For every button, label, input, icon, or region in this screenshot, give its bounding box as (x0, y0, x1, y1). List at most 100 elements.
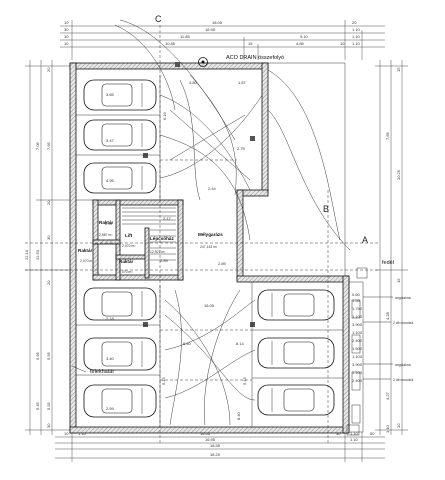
interior-dim-18: 6.16 (162, 111, 167, 120)
interior-dim-8: 2.75 (237, 146, 246, 151)
drain-icon (198, 57, 208, 67)
outer-walls (69, 62, 368, 436)
core-walls (92, 62, 255, 327)
interior-dim-9: 16.05 (204, 303, 215, 308)
interior-dim-16: 3.65 (106, 92, 115, 97)
interior-dim-20: 3.40 (106, 356, 115, 361)
section-mark-a: A (362, 235, 368, 245)
interior-dim-17: 4.95 (106, 178, 115, 183)
interior-dim-13: 8.14 (236, 341, 245, 346)
level-mark-4: 30 (46, 235, 51, 240)
bottom-dim-1: 10 (64, 431, 69, 436)
car-7 (257, 289, 335, 321)
interior-dim-32: 1.100 (352, 370, 363, 375)
note-angolakna-1: angolakna (395, 296, 411, 300)
interior-dim-28: 2.400 (352, 338, 363, 343)
interior-dim-29: 1.500 (352, 346, 363, 351)
interior-dim-30: 1.100 (352, 354, 363, 359)
left-dim-7: 5.45 (35, 401, 40, 410)
level-mark-5: 30 (46, 423, 51, 428)
interior-dim-10: 5.15 (161, 376, 166, 385)
bottom-dim-3: 16.05 (200, 431, 211, 436)
car-5 (83, 337, 157, 371)
right-dim-1: 10.25 (396, 169, 401, 180)
car-6 (83, 384, 157, 418)
note-telekhatar: telekhatár (90, 369, 114, 375)
interior-dim-33: 2.400 (352, 378, 363, 383)
room-area-stair: 12,927 m² (150, 250, 166, 254)
interior-dim-3: 2.44 (208, 186, 217, 191)
section-lines (25, 25, 380, 445)
interior-dim-1: 4.80 (189, 80, 198, 85)
level-mark-2: 20 (46, 200, 51, 205)
interior-dim-27: 1.100 (352, 330, 363, 335)
top-dim-1: 10 (64, 20, 69, 25)
left-dim-4: 22.50 (35, 249, 40, 260)
left-dim-3: 22.10 (24, 249, 29, 260)
level-mark-7: 15 (396, 67, 401, 72)
room-area-garage: 247,143 m² (200, 245, 218, 249)
right-dimension-chain: 10.25 7.85 4.28 4.27 1.10 (375, 60, 408, 435)
right-dim-5: 1.10 (385, 424, 390, 433)
top-dim-14: 4.85 (296, 41, 305, 46)
aco-drain-note: ACO DRAIN összefolyó (226, 55, 284, 61)
section-mark-b: B (323, 204, 329, 214)
room-area-storage-left: 2,070 m² (80, 259, 94, 263)
top-dim-15: 10 (340, 41, 345, 46)
interior-dimensions: 4.80 1.87 2.44 3.47 2.17 2.89 2.89 2.75 … (105, 80, 363, 420)
car-8 (257, 337, 335, 369)
room-area-lift: 2,070 m² (122, 244, 136, 248)
bottom-dim-10: 18.20 (210, 452, 221, 457)
interior-dim-24: 1.750 (352, 306, 363, 311)
interior-dim-4: 3.47 (106, 138, 115, 143)
left-dim-5: 5.95 (35, 351, 40, 360)
car-9 (257, 384, 335, 416)
bottom-dim-7: 16.95 (205, 437, 216, 442)
note-mosokut-2: 2 db mosókút (393, 378, 413, 382)
level-mark-1: 20 (46, 67, 51, 72)
top-dim-12: 10.85 (165, 41, 176, 46)
interior-dim-31: 3.900 (352, 362, 363, 367)
top-dim-7: 10 (64, 34, 69, 39)
right-dim-3: 4.28 (385, 311, 390, 320)
top-dim-9: 5.10 (300, 34, 309, 39)
section-mark-c: C (155, 14, 162, 24)
car-4 (83, 287, 157, 321)
bottom-dim-4: 30 (336, 431, 341, 436)
room-area-storage-upper: 2,987 m² (99, 233, 113, 237)
left-dimension-chain: 7.05 7.95 22.10 22.50 5.95 5.95 5.45 5.5… (24, 60, 72, 435)
left-dim-2: 7.95 (46, 141, 51, 150)
interior-dim-25: 1.100 (352, 314, 363, 319)
interior-dim-19: 2.18 (106, 316, 115, 321)
top-dimension-chain: 10 18.05 20 30 16.95 1.10 10 11.85 5.10 … (60, 20, 385, 60)
top-dim-5: 16.95 (205, 27, 216, 32)
wall-thickness-marks: 20 20 20 30 30 15 15 10 (46, 67, 401, 428)
interior-dim-23: 1.55 (352, 298, 361, 303)
top-dim-4: 30 (64, 27, 69, 32)
top-dim-6: 1.10 (352, 27, 361, 32)
interior-dim-26: 3.900 (352, 322, 363, 327)
interior-dim-21: 2.59 (106, 406, 115, 411)
interior-dim-14: 8.40 (236, 411, 241, 420)
interior-dim-22: 0.60 (352, 292, 361, 297)
top-dim-3: 20 (352, 20, 357, 25)
interior-dim-2: 1.87 (238, 80, 247, 85)
room-name-lift: Lift (125, 233, 133, 238)
car-1 (83, 79, 157, 111)
top-dim-8: 11.85 (180, 34, 190, 39)
right-dim-4: 4.27 (385, 391, 390, 400)
interior-dim-12: 6.40 (183, 341, 192, 346)
level-mark-3: 20 (46, 280, 51, 285)
car-2 (83, 119, 157, 151)
room-area-storage-mid: 2,070 m² (119, 270, 133, 274)
top-dim-13: 15 (248, 41, 253, 46)
car-3 (83, 162, 157, 194)
left-dim-8: 5.55 (46, 401, 51, 410)
top-dim-10: 1.10 (352, 34, 361, 39)
left-dim-6: 5.95 (46, 351, 51, 360)
room-name-garage: Mélygarázs (198, 232, 223, 237)
parked-cars (83, 79, 335, 418)
note-mosokut-1: 2 db mosókút (393, 321, 413, 325)
bottom-dim-6: 50 (370, 431, 375, 436)
bottom-dim-9: 18.55 (210, 443, 221, 448)
